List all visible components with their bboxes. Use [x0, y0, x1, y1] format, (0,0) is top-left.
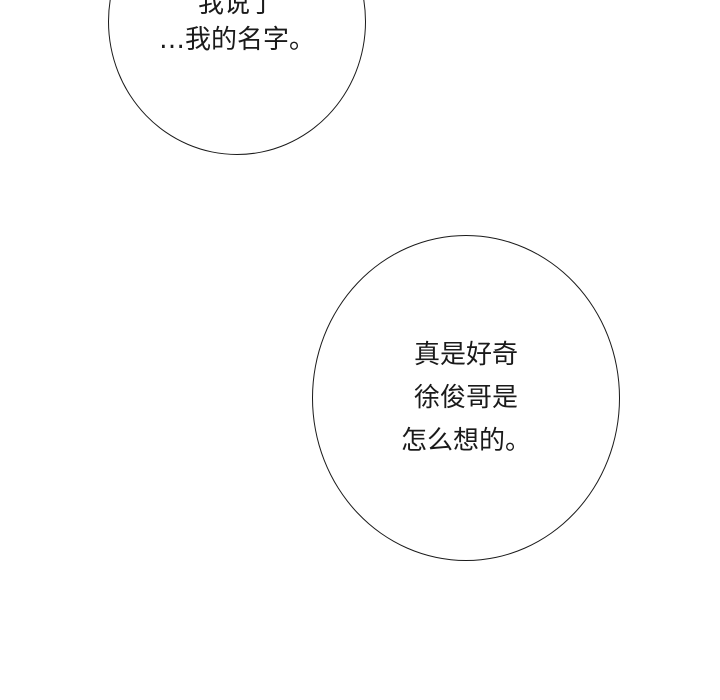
- bubble-text-line: 真是好奇: [413, 340, 518, 370]
- bubble-text-line: 我说了: [197, 0, 276, 19]
- bubble-text-line: 徐俊哥是: [413, 383, 518, 413]
- bubble-text-line: …我的名字。: [158, 25, 315, 55]
- bubble-text-line: 怎么想的。: [400, 426, 531, 456]
- speech-bubble-top: 我说了 …我的名字。: [108, 0, 366, 155]
- speech-bubble-right: 真是好奇 徐俊哥是 怎么想的。: [312, 235, 620, 561]
